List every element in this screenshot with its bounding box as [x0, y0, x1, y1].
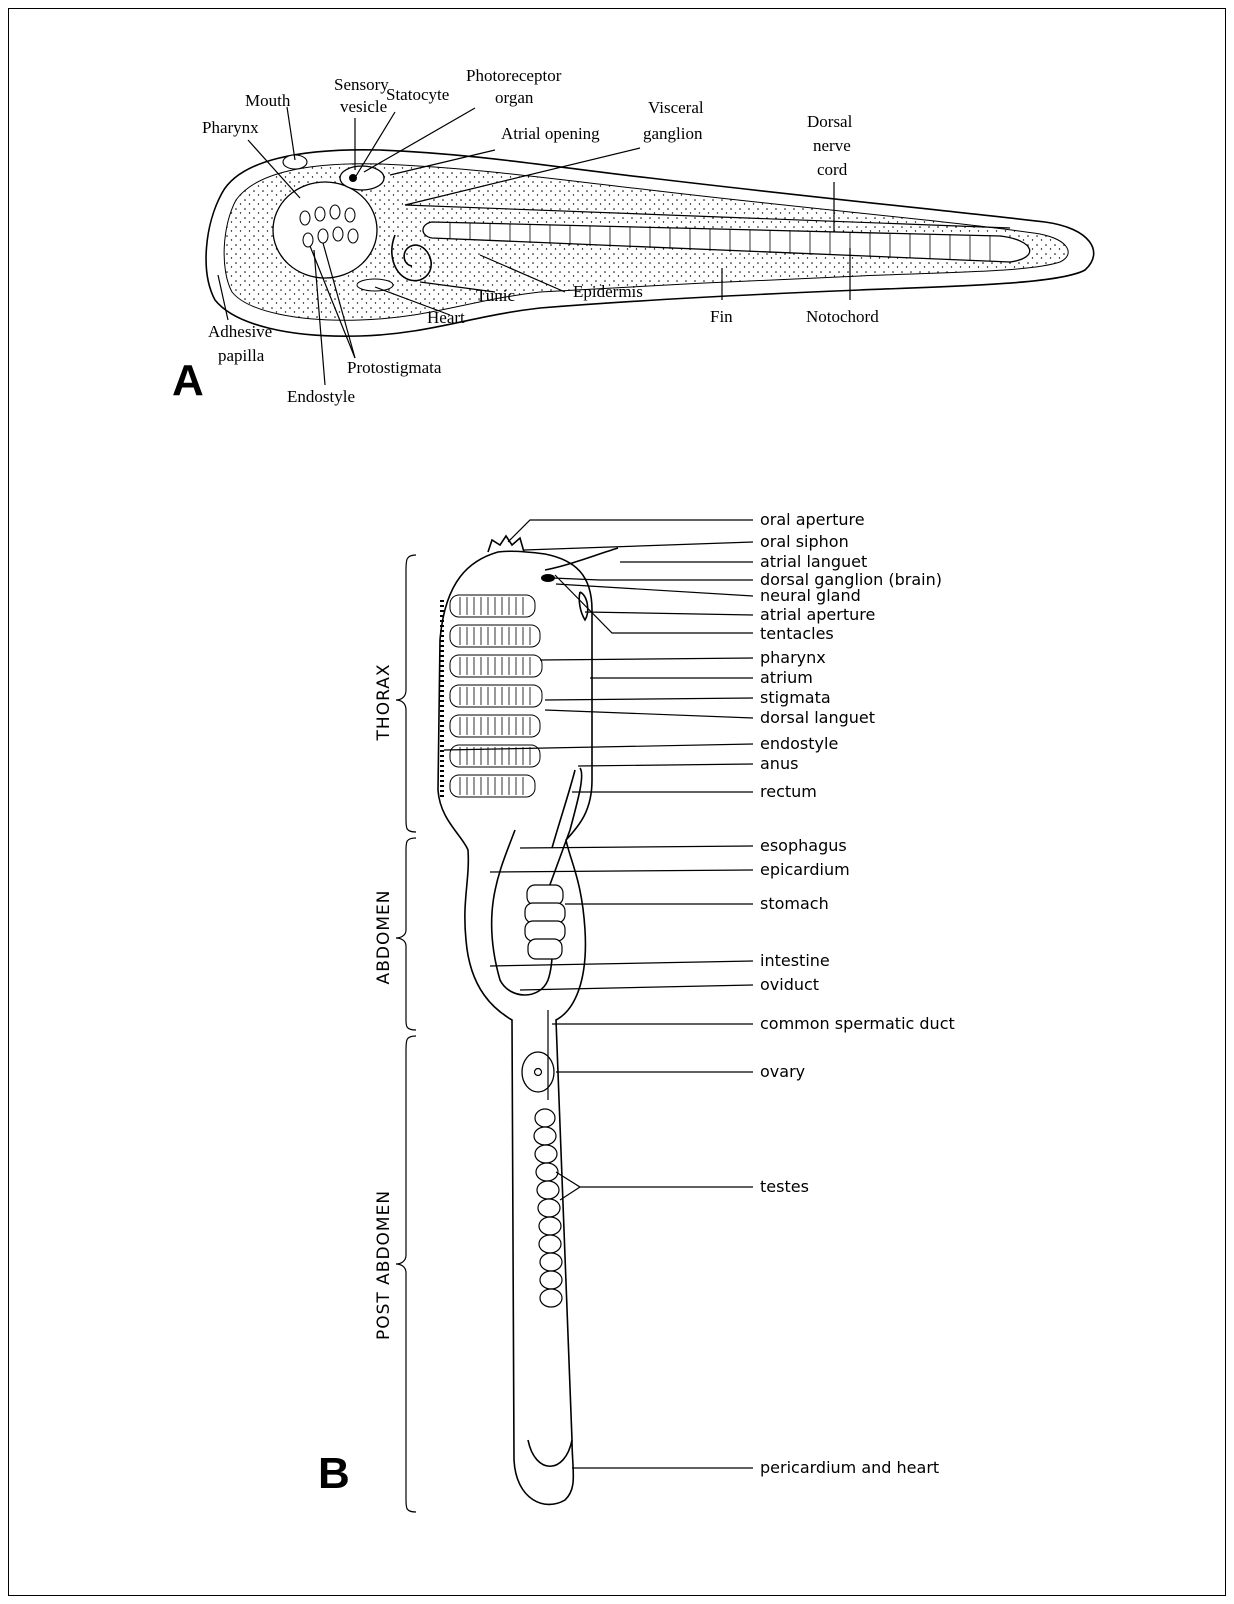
label-visceral-1: Visceral: [648, 98, 704, 117]
label-statocyte: Statocyte: [386, 85, 449, 104]
region-post-abdomen: POST ABDOMEN: [374, 1190, 394, 1340]
brace-thorax: [396, 555, 416, 832]
label-epidermis: Epidermis: [573, 282, 643, 301]
label-oral-aperture: oral aperture: [760, 510, 865, 529]
label-oviduct: oviduct: [760, 975, 819, 994]
label-atrium: atrium: [760, 668, 813, 687]
brace-abdomen: [396, 838, 416, 1030]
label-neural-gland: neural gland: [760, 586, 861, 605]
larva-heart: [357, 279, 393, 291]
zooid-oral-siphon: [488, 536, 524, 552]
label-fin: Fin: [710, 307, 733, 326]
zooid-pericardium: [528, 1440, 572, 1466]
brace-post-abdomen: [396, 1036, 416, 1512]
label-stomach: stomach: [760, 894, 829, 913]
label-dorsal-2: nerve: [813, 136, 851, 155]
label-pharynx: Pharynx: [202, 118, 259, 137]
panel-b-labels: oral aperture oral siphon atrial languet…: [760, 510, 955, 1477]
label-sensory-vesicle-2: vesicle: [340, 97, 387, 116]
region-abdomen: ABDOMEN: [374, 890, 394, 985]
label-testes: testes: [760, 1177, 809, 1196]
label-dorsal-languet: dorsal languet: [760, 708, 875, 727]
zooid-atrial-siphon: [545, 548, 618, 620]
panel-b-letter: B: [318, 1449, 350, 1498]
zooid-drawing: [438, 536, 618, 1504]
label-endostyle-b: endostyle: [760, 734, 838, 753]
zooid-stigmata: [450, 595, 542, 797]
label-stigmata: stigmata: [760, 688, 831, 707]
zooid-stomach: [525, 885, 565, 959]
panel-a-letter: A: [172, 356, 204, 405]
label-photoreceptor-2: organ: [495, 88, 534, 107]
region-braces: [396, 555, 416, 1512]
label-pharynx-b: pharynx: [760, 648, 826, 667]
label-dorsal-3: cord: [817, 160, 848, 179]
label-anus: anus: [760, 754, 798, 773]
label-tunic: Tunic: [476, 286, 516, 305]
zooid-ovum: [535, 1069, 542, 1076]
label-atrial-languet: atrial languet: [760, 552, 867, 571]
label-pericardium-and-heart: pericardium and heart: [760, 1458, 939, 1477]
larva-sensory-vesicle: [340, 166, 384, 190]
label-notochord: Notochord: [806, 307, 879, 326]
label-atrial-opening: Atrial opening: [501, 124, 600, 143]
label-tentacles: tentacles: [760, 624, 834, 643]
label-visceral-2: ganglion: [643, 124, 703, 143]
label-epicardium: epicardium: [760, 860, 850, 879]
label-photoreceptor-1: Photoreceptor: [466, 66, 562, 85]
label-endostyle: Endostyle: [287, 387, 355, 406]
label-sensory-vesicle-1: Sensory: [334, 75, 389, 94]
label-protostigmata: Protostigmata: [347, 358, 442, 377]
label-common-spermatic-duct: common spermatic duct: [760, 1014, 955, 1033]
label-atrial-aperture: atrial aperture: [760, 605, 875, 624]
label-mouth: Mouth: [245, 91, 291, 110]
region-thorax: THORAX: [374, 664, 394, 742]
label-rectum: rectum: [760, 782, 817, 801]
label-intestine: intestine: [760, 951, 830, 970]
label-dorsal-1: Dorsal: [807, 112, 853, 131]
label-heart: Heart: [427, 308, 465, 327]
label-adhesive-2: papilla: [218, 346, 265, 365]
region-labels: THORAX ABDOMEN POST ABDOMEN: [374, 664, 394, 1341]
label-oral-siphon: oral siphon: [760, 532, 849, 551]
label-esophagus: esophagus: [760, 836, 847, 855]
larva-drawing: [206, 150, 1094, 336]
zooid-testes: [534, 1109, 562, 1307]
label-ovary: ovary: [760, 1062, 805, 1081]
label-adhesive-1: Adhesive: [208, 322, 272, 341]
